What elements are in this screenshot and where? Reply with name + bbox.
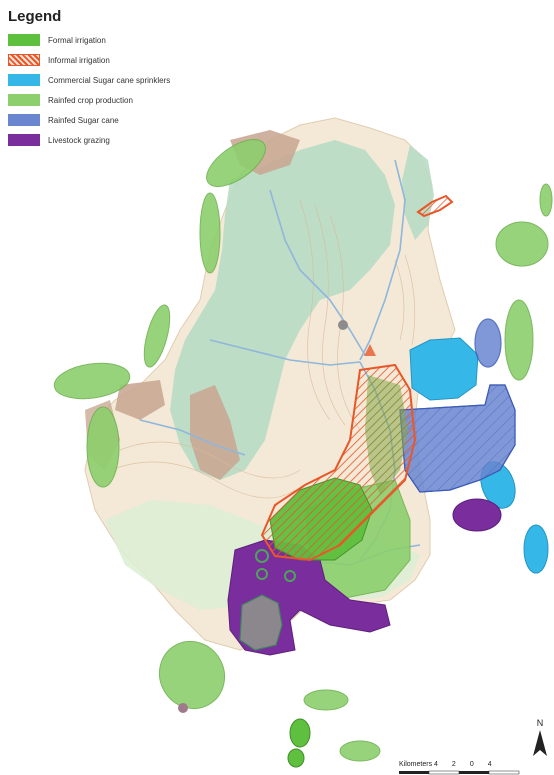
north-label: N — [536, 718, 544, 728]
legend-label: Informal irrigation — [48, 55, 110, 65]
dam-marker — [364, 344, 376, 356]
legend-label: Rainfed crop production — [48, 95, 133, 105]
legend-item: Formal irrigation — [8, 31, 228, 49]
formal-irrigation-core — [365, 375, 408, 495]
legend-swatch — [8, 134, 40, 146]
scale-bar-graphic — [399, 770, 520, 775]
sugar-cane-sprinkler-areas — [409, 337, 549, 574]
grazing-enclosures — [255, 549, 296, 582]
rainfed-sugar-cane-areas — [399, 318, 516, 493]
legend-label: Formal irrigation — [48, 35, 106, 45]
legend-item: Commercial Sugar cane sprinklers — [8, 71, 228, 89]
legend-title: Legend — [8, 8, 62, 25]
bare-land-patch — [115, 380, 165, 420]
legend-item: Livestock grazing — [8, 131, 228, 149]
legend-swatch — [8, 94, 40, 106]
bare-land-patch — [190, 385, 240, 480]
contour-lines — [109, 199, 416, 499]
scale-unit-label: Kilometers 4 — [399, 760, 438, 768]
north-arrow: N — [532, 718, 548, 758]
legend-label: Rainfed Sugar cane — [48, 115, 119, 125]
forest-area — [170, 140, 395, 480]
mixed-use-patch — [239, 594, 283, 651]
legend-swatch — [8, 54, 40, 66]
legend-label: Livestock grazing — [48, 135, 110, 145]
legend-swatch — [8, 114, 40, 126]
settlement-point — [338, 320, 348, 330]
legend-item: Informal irrigation — [8, 51, 228, 69]
scale-tick: 4 — [487, 760, 492, 768]
legend-item: Rainfed Sugar cane — [8, 111, 228, 129]
scale-tick: 0 — [469, 760, 474, 768]
legend-item: Rainfed crop production — [8, 91, 228, 109]
scale-bar: Kilometers 4 2 0 4 — [399, 756, 506, 772]
scale-tick: 2 — [451, 760, 456, 768]
settlement-point — [178, 703, 188, 713]
north-arrow-icon — [533, 730, 547, 756]
legend-label: Commercial Sugar cane sprinklers — [48, 75, 171, 85]
legend-swatch — [8, 74, 40, 86]
legend-swatch — [8, 34, 40, 46]
